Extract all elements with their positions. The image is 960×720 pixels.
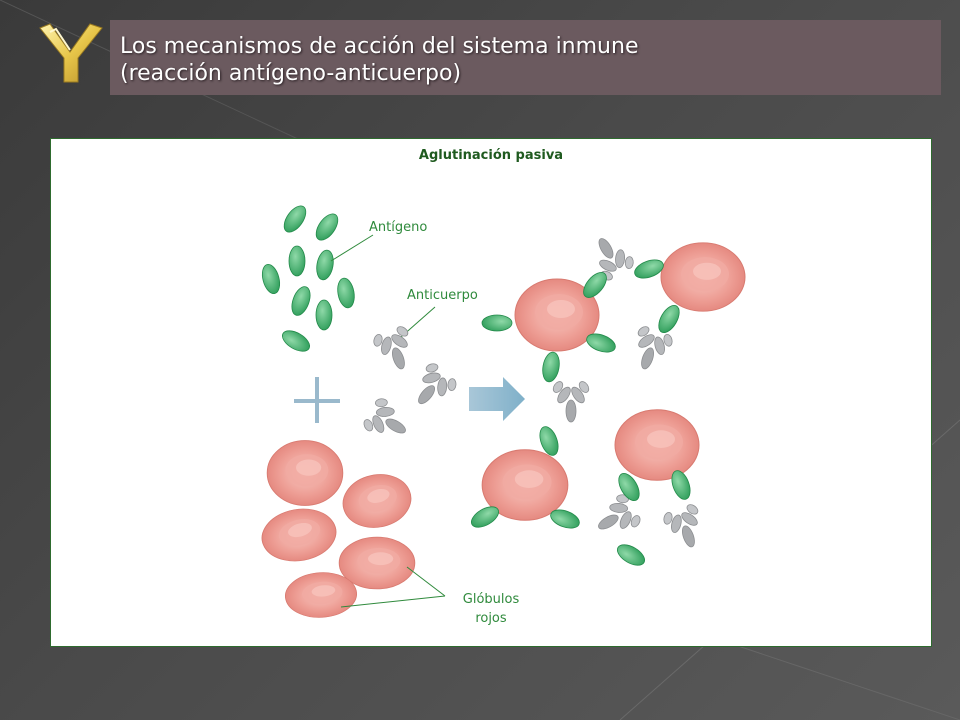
- antibody-molecule: [358, 392, 416, 449]
- antigen-particle: [288, 245, 306, 277]
- antigen-particle: [613, 540, 649, 570]
- rbc-leader-line-2: [340, 595, 446, 608]
- antigen-particle: [654, 301, 684, 337]
- red-blood-cell: [614, 409, 700, 481]
- antigen-particle: [279, 201, 311, 237]
- antibody-label: Anticuerpo: [407, 288, 478, 303]
- rbc-leader-line-1: [406, 566, 446, 597]
- red-cell-group: [250, 440, 420, 622]
- red-blood-cell: [266, 440, 344, 506]
- diagram-title: Aglutinación pasiva: [418, 148, 564, 163]
- reaction-arrow-icon: [469, 377, 525, 421]
- plus-icon: [294, 377, 340, 423]
- title-line-1: Los mecanismos de acción del sistema inm…: [120, 34, 639, 59]
- antigen-particle: [278, 326, 314, 356]
- red-blood-cell: [660, 242, 746, 312]
- antibody-molecule: [550, 379, 592, 423]
- antigen-particle: [258, 262, 284, 296]
- antibody-group: [358, 321, 463, 449]
- antibody-molecule: [368, 321, 422, 376]
- antigen-leader-line: [330, 234, 374, 262]
- antigen-cluster: [258, 201, 357, 356]
- agglutination-diagram: Antígeno Anticuerpo Glóbulos roj: [250, 201, 746, 626]
- red-blood-cell: [334, 465, 420, 537]
- title-band: Los mecanismos de acción del sistema inm…: [110, 20, 941, 95]
- red-blood-cell: [250, 499, 348, 571]
- antibody-logo-icon: [39, 23, 103, 83]
- diagram-panel: Aglutinación pasiva: [50, 138, 932, 647]
- title-line-2: (reacción antígeno-anticuerpo): [120, 61, 462, 86]
- antigen-particle: [287, 283, 315, 319]
- antigen-particle: [335, 276, 357, 310]
- rbc-label-line-2: rojos: [475, 611, 507, 626]
- antigen-particle: [540, 350, 562, 384]
- antibody-molecule: [403, 357, 463, 417]
- rbc-label-line-1: Glóbulos: [463, 592, 520, 607]
- antigen-label: Antígeno: [369, 220, 427, 235]
- antigen-particle: [314, 248, 336, 282]
- antibody-molecule: [658, 499, 712, 554]
- antigen-particle: [315, 299, 333, 331]
- slide-title: Los mecanismos de acción del sistema inm…: [120, 33, 930, 87]
- antigen-particle: [481, 314, 513, 332]
- antigen-particle: [311, 209, 343, 245]
